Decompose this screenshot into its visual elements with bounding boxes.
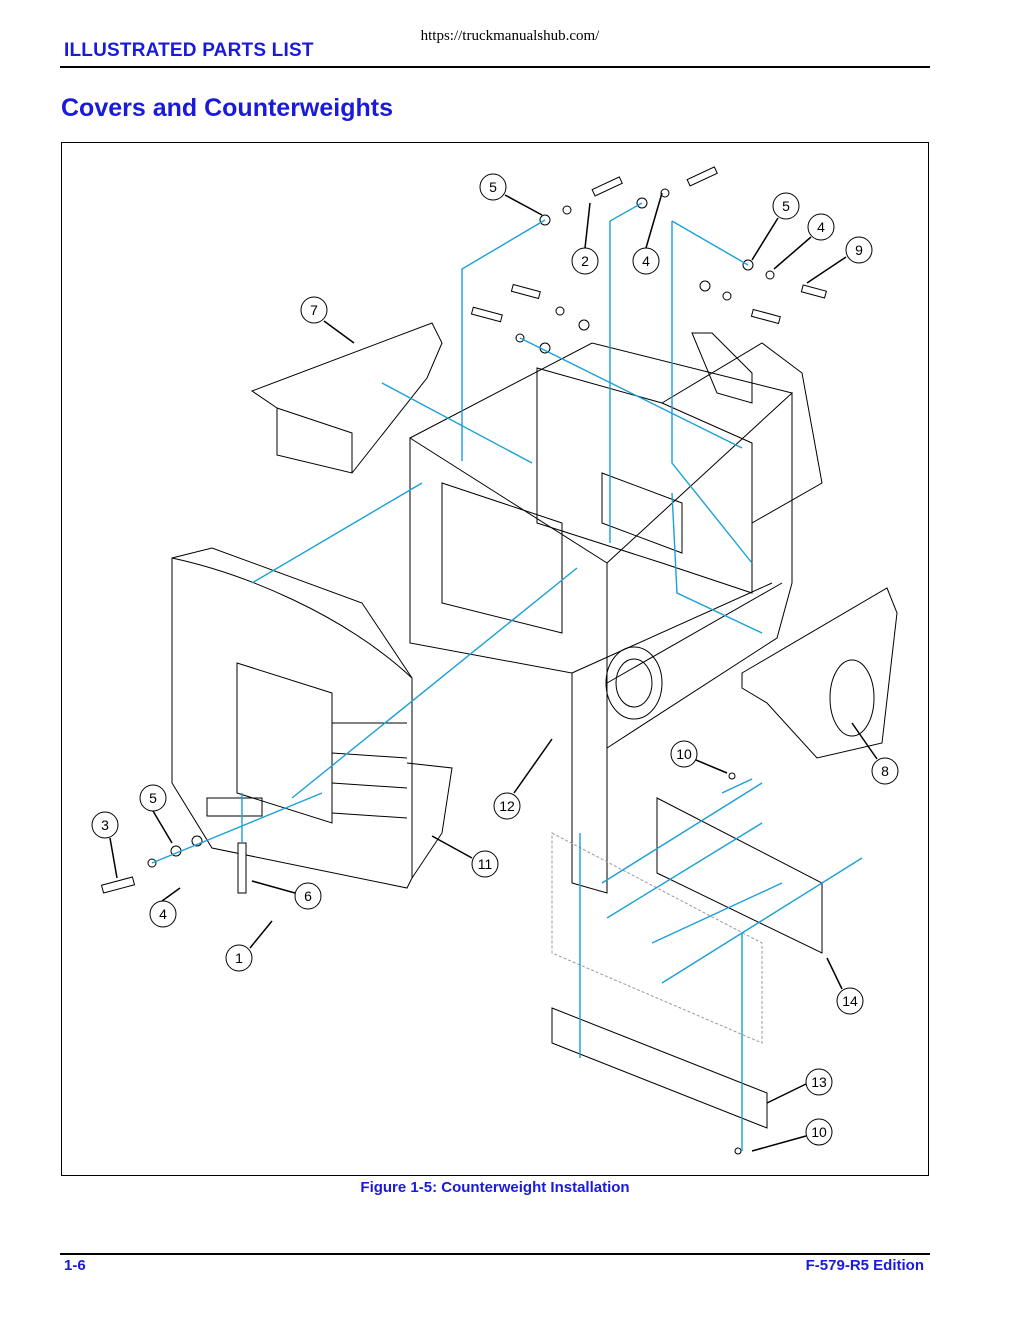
callout-10-bottom: 10 (811, 1124, 827, 1140)
callout-4-top: 4 (642, 253, 650, 269)
callout-7: 7 (310, 302, 318, 318)
cover-7 (250, 322, 443, 474)
callout-5-top: 5 (489, 179, 497, 195)
cover-8 (741, 587, 898, 759)
base-plate-13 (551, 1007, 768, 1129)
counterweight-frame (409, 391, 793, 894)
callout-5-left: 5 (149, 790, 157, 806)
callout-11: 11 (478, 856, 493, 872)
edition-label: F-579-R5 Edition (805, 1257, 924, 1274)
page-title: Covers and Counterweights (61, 94, 393, 122)
callout-8: 8 (881, 763, 889, 779)
rear-weldment (536, 367, 753, 594)
page-number: 1-6 (64, 1257, 86, 1274)
callout-4-right: 4 (817, 219, 825, 235)
exploded-view-illustration: 5 2 4 5 4 9 7 10 8 12 5 3 11 6 4 1 14 13… (91, 166, 899, 1155)
header-rule (60, 66, 930, 68)
source-url: https://truckmanualshub.com/ (420, 28, 600, 44)
callout-12: 12 (499, 798, 515, 814)
callout-9: 9 (855, 242, 863, 258)
figure-frame: 5 2 4 5 4 9 7 10 8 12 5 3 11 6 4 1 14 13… (61, 142, 929, 1176)
callout-5-right: 5 (782, 198, 790, 214)
footer-rule (60, 1253, 930, 1255)
callout-1: 1 (235, 950, 243, 966)
figure-caption: Figure 1-5: Counterweight Installation (360, 1179, 630, 1196)
callout-10-top: 10 (676, 746, 692, 762)
section-label: ILLUSTRATED PARTS LIST (64, 40, 314, 61)
callout-4-left: 4 (159, 906, 167, 922)
callout-2: 2 (581, 253, 589, 269)
callout-13: 13 (811, 1074, 827, 1090)
callout-3: 3 (101, 817, 109, 833)
callout-14: 14 (842, 993, 858, 1009)
callout-6: 6 (304, 888, 312, 904)
